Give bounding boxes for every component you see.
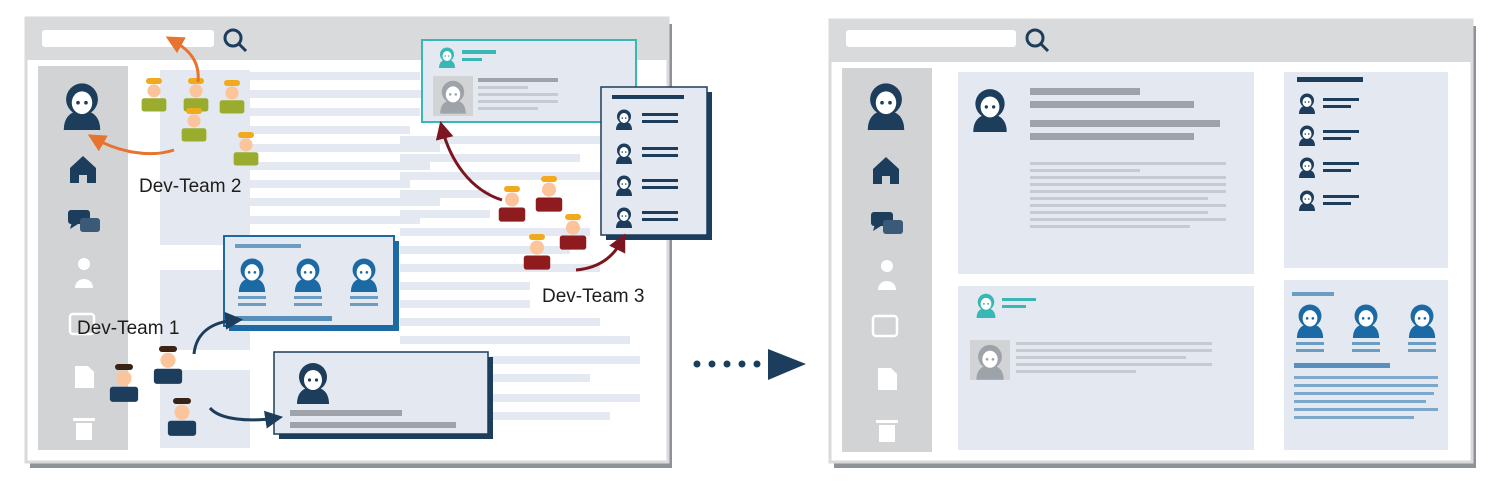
team3-people — [498, 176, 587, 270]
right-window — [828, 18, 1476, 468]
chat-icon[interactable] — [68, 210, 100, 232]
team2-people — [141, 78, 259, 166]
home-icon[interactable] — [70, 156, 96, 183]
search-bar-right[interactable] — [846, 30, 1016, 47]
team1-blue-card — [223, 235, 399, 331]
dotted-arrow-icon — [693, 349, 806, 380]
user-icon[interactable] — [878, 260, 896, 290]
blue-panel — [1284, 280, 1448, 450]
team3-label: Dev-Team 3 — [542, 286, 645, 307]
trash-icon[interactable] — [73, 418, 95, 440]
team2-card — [421, 39, 637, 123]
window-icon[interactable] — [871, 314, 899, 338]
team1-people — [109, 346, 197, 436]
document-icon[interactable] — [878, 368, 897, 390]
team1-label: Dev-Team 1 — [77, 318, 180, 339]
list-panel — [1284, 72, 1448, 268]
search-icon[interactable] — [223, 28, 248, 53]
team3-card — [600, 86, 712, 240]
team1-navy-card — [273, 351, 493, 439]
chat-icon[interactable] — [871, 212, 903, 234]
teal-panel — [958, 286, 1254, 450]
team2-label: Dev-Team 2 — [139, 176, 242, 197]
left-window — [24, 16, 712, 468]
avatar-icon — [867, 83, 905, 130]
search-icon[interactable] — [1025, 28, 1050, 53]
search-bar[interactable] — [42, 30, 214, 47]
main-panel — [958, 72, 1254, 274]
avatar-icon — [63, 83, 101, 130]
document-icon[interactable] — [75, 366, 94, 388]
user-icon[interactable] — [75, 258, 93, 288]
trash-icon[interactable] — [876, 420, 898, 442]
home-icon[interactable] — [873, 157, 899, 184]
flow-arrows — [87, 36, 626, 429]
window-icon[interactable] — [68, 312, 96, 336]
